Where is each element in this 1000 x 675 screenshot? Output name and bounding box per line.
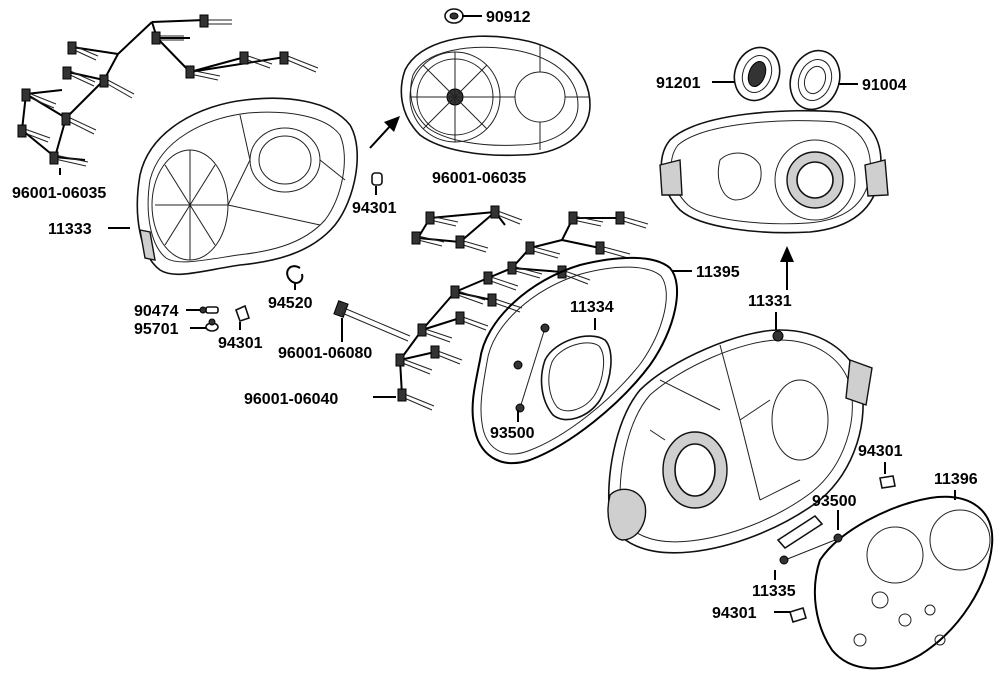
label-11331: 11331 — [748, 293, 792, 310]
left-cover-11333 — [136, 97, 358, 276]
screws-93500-a — [513, 323, 550, 413]
leader-lines — [59, 15, 956, 613]
label-91004: 91004 — [862, 77, 907, 94]
bearing-91004 — [789, 49, 841, 111]
crankcase-inner-view — [659, 109, 889, 234]
label-11395: 11395 — [696, 264, 740, 281]
oil-seal-91201 — [733, 46, 781, 102]
label-96001-06035-a: 96001-06035 — [12, 185, 106, 202]
label-96001-06035-b: 96001-06035 — [432, 170, 526, 187]
label-96001-06080: 96001-06080 — [278, 345, 372, 362]
arrow-to-crankcase — [780, 246, 794, 290]
bolt-set-middle — [411, 205, 523, 253]
label-11334: 11334 — [570, 299, 614, 316]
label-11396: 11396 — [934, 471, 978, 488]
cover-plate-11334 — [540, 335, 612, 421]
label-11335: 11335 — [752, 583, 796, 600]
label-94301-d: 94301 — [712, 605, 757, 622]
label-11333: 11333 — [48, 221, 92, 238]
label-94301-c: 94301 — [858, 443, 903, 460]
gasket-11395 — [471, 256, 678, 465]
inner-cover-top — [400, 35, 591, 157]
label-91201: 91201 — [656, 75, 701, 92]
label-93500-a: 93500 — [490, 425, 535, 442]
dowel-pin-94301-a — [371, 172, 383, 186]
arrow-to-inner-cover — [369, 116, 400, 149]
bolt-set-upper-left — [17, 14, 319, 167]
label-96001-06040: 96001-06040 — [244, 391, 338, 408]
gasket-11396 — [813, 495, 994, 670]
bolt-90474 — [199, 306, 219, 314]
long-bolt-96001-06080 — [333, 300, 411, 342]
dowel-pin-94301-c — [879, 475, 896, 489]
label-90912: 90912 — [486, 9, 531, 26]
dowel-pin-94301-b — [234, 304, 251, 323]
label-94301-a: 94301 — [352, 200, 397, 217]
label-90474: 90474 — [134, 303, 179, 320]
label-93500-b: 93500 — [812, 493, 857, 510]
crankcase-11331 — [607, 329, 873, 554]
label-95701: 95701 — [134, 321, 179, 338]
label-94301-b: 94301 — [218, 335, 263, 352]
dowel-pin-94301-d — [789, 606, 807, 624]
circlip-94520 — [286, 265, 304, 284]
label-94520: 94520 — [268, 295, 313, 312]
seal-90912 — [444, 8, 464, 24]
washer-95701 — [205, 318, 219, 332]
bracket-11335 — [776, 514, 843, 565]
